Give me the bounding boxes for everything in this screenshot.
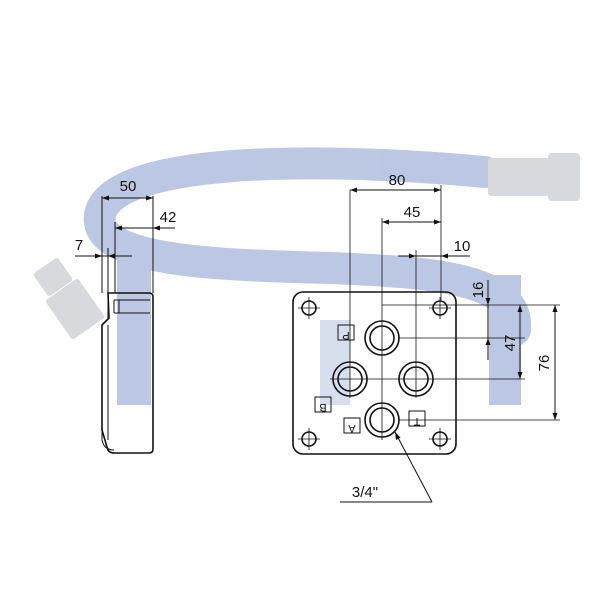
- dim-label-7: 7: [75, 237, 83, 254]
- port-label-box-p: [337, 324, 355, 341]
- thread-leader: [394, 431, 433, 503]
- port-label-box-t: [408, 410, 426, 427]
- watermark-fitting-left: [33, 258, 104, 339]
- thread-size-label: 3/4": [352, 484, 378, 501]
- dim-label-45: 45: [404, 204, 421, 221]
- watermark-s-stroke: [83, 147, 532, 346]
- side-view: [75, 195, 175, 454]
- dim-label-80: 80: [389, 172, 406, 189]
- watermark-logo: [33, 147, 580, 405]
- watermark-fitting-right: [488, 153, 580, 201]
- port-letter-b: B: [319, 401, 326, 413]
- plate-outline: [292, 291, 457, 455]
- mounting-hole-bottom-left: [298, 428, 320, 450]
- port-letter-a: A: [348, 422, 356, 434]
- mounting-hole-top-left: [298, 297, 320, 319]
- front-view: [292, 185, 560, 503]
- dim-label-16: 16: [470, 282, 487, 299]
- dim-label-10: 10: [454, 238, 471, 255]
- port-letter-p: P: [342, 329, 349, 341]
- mounting-hole-bottom-right: [429, 428, 451, 450]
- port-letter-t: T: [413, 415, 420, 427]
- dim-label-76: 76: [536, 355, 553, 372]
- mounting-hole-top-right: [429, 297, 451, 319]
- port-label-box-b: [314, 396, 332, 413]
- dim-label-50: 50: [120, 178, 137, 195]
- dim-label-47: 47: [502, 335, 519, 352]
- dim-label-42: 42: [160, 209, 177, 226]
- port-label-box-a: [343, 417, 361, 434]
